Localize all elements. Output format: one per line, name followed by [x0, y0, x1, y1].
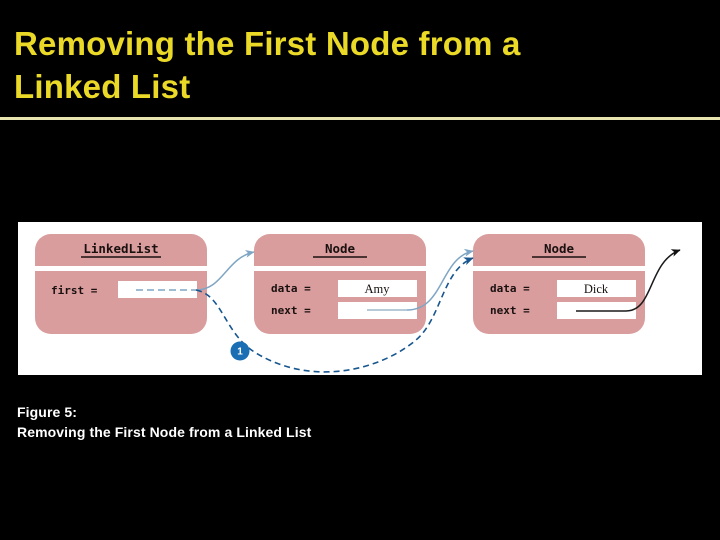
linked-list-diagram: LinkedList first = Node data = Amy next …	[35, 234, 681, 373]
caption-line-1: Figure 5:	[17, 404, 78, 420]
step-badge-1: 1	[230, 341, 250, 361]
node-dick-box: Node data = Dick next =	[473, 234, 645, 334]
step-badge-1-circle	[230, 341, 250, 361]
node-amy-box: Node data = Amy next =	[254, 234, 426, 334]
title-block: Removing the First Node from a Linked Li…	[14, 22, 674, 108]
figure-caption: Figure 5: Removing the First Node from a…	[17, 402, 617, 442]
node-dick-next-label: next =	[490, 304, 530, 317]
linkedlist-box: LinkedList first =	[35, 234, 207, 334]
linkedlist-first-value-box	[118, 281, 197, 298]
node-amy-header-separator	[254, 266, 426, 271]
linkedlist-header-separator	[35, 266, 207, 271]
node-dick-data-label: data =	[490, 282, 530, 295]
node-amy-next-label: next =	[271, 304, 311, 317]
linkedlist-box-title: LinkedList	[83, 241, 158, 256]
dick-next-pointer	[576, 249, 681, 312]
new-first-to-dick-pointer	[195, 257, 474, 373]
node-amy-data-value-box	[338, 280, 417, 297]
title-divider	[0, 117, 720, 120]
caption-line-2: Removing the First Node from a Linked Li…	[17, 424, 312, 440]
first-to-amy-pointer	[195, 249, 255, 291]
node-amy-data-value: Amy	[365, 282, 391, 296]
node-dick-header-separator	[473, 266, 645, 271]
figure-panel: LinkedList first = Node data = Amy next …	[18, 222, 702, 375]
amy-next-to-dick-pointer	[406, 248, 474, 311]
step-badge-1-label: 1	[237, 347, 243, 358]
node-amy-box-title: Node	[325, 241, 356, 256]
node-dick-box-title: Node	[544, 241, 575, 256]
node-dick-data-value-box	[557, 280, 636, 297]
page-title: Removing the First Node from a Linked Li…	[14, 25, 521, 105]
node-dick-data-value: Dick	[584, 282, 609, 296]
node-amy-data-label: data =	[271, 282, 311, 295]
linkedlist-first-label: first =	[51, 284, 98, 297]
